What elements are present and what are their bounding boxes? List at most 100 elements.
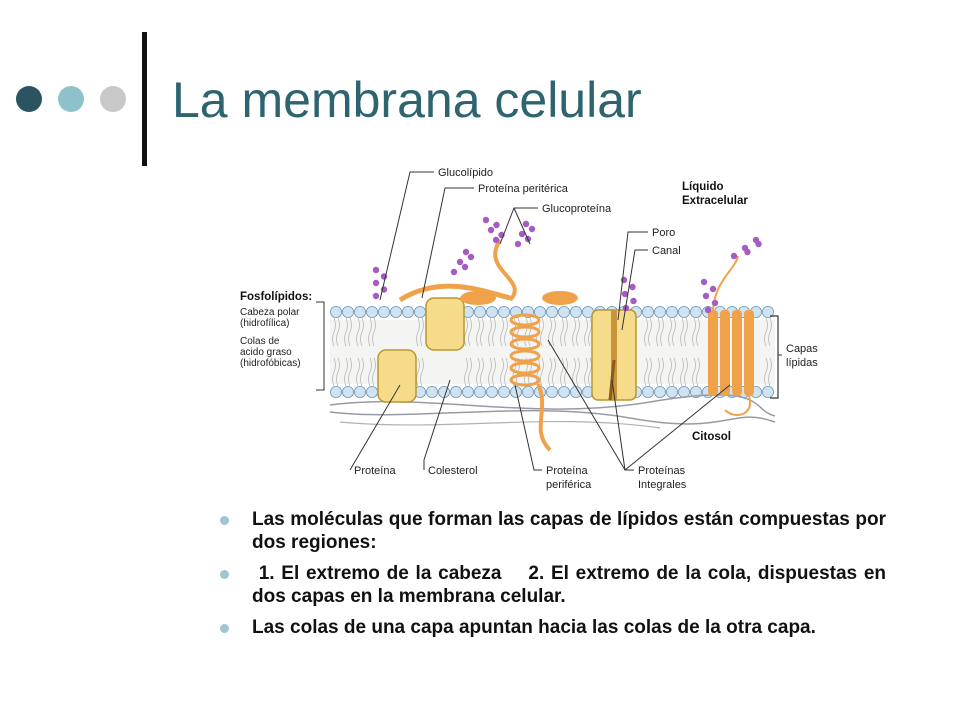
phospholipid-tail <box>672 357 676 387</box>
phospholipid-head <box>401 305 414 318</box>
phospholipid-tail <box>332 357 336 387</box>
peripheral-blob-1 <box>460 291 496 305</box>
label-fosfolipidos: Fosfolípidos: <box>240 291 312 303</box>
phospholipid-tail <box>644 357 648 387</box>
phospholipid-head <box>557 305 570 318</box>
bullet-item-3: Las colas de una capa apuntan hacia las … <box>218 616 886 639</box>
bullet-dot <box>220 570 229 579</box>
phospholipid-head <box>425 385 438 398</box>
dot-light <box>100 86 126 112</box>
phospholipid-head <box>521 385 534 398</box>
sugar-bead <box>522 220 530 228</box>
phospholipid-tail <box>540 317 544 347</box>
phospholipid-tail <box>680 357 684 387</box>
phospholipid-tail <box>548 357 552 387</box>
phospholipid-tail <box>336 357 340 387</box>
phospholipid-tail <box>416 317 420 347</box>
phospholipid-head <box>365 385 378 398</box>
sugar-bead <box>700 278 708 286</box>
phospholipid-tail <box>468 317 472 347</box>
phospholipid-tail <box>464 317 468 347</box>
phospholipid-tail <box>552 357 556 387</box>
phospholipid-tail <box>480 317 484 347</box>
label-proteina: Proteína <box>354 465 396 477</box>
phospholipid-tail <box>648 357 652 387</box>
sugar-bead <box>730 252 738 260</box>
channel-protein <box>591 309 637 401</box>
sugar-bead <box>456 258 464 266</box>
page-title: La membrana celular <box>172 72 642 128</box>
phospholipid-tail <box>488 357 492 387</box>
bullet-list: Las moléculas que forman las capas de lí… <box>218 508 886 647</box>
phospholipid-tail <box>524 317 528 347</box>
phospholipid-head <box>497 305 510 318</box>
label-cabeza-2: (hidrofílica) <box>240 318 289 329</box>
phospholipid-head <box>569 305 582 318</box>
phospholipid-tail <box>348 317 352 347</box>
phospholipid-tail <box>504 317 508 347</box>
phospholipid-head <box>485 305 498 318</box>
phospholipid-tail <box>576 317 580 347</box>
phospholipid-tail <box>648 317 652 347</box>
label-proteina-periferica-bottom-1: Proteína <box>546 465 588 477</box>
label-colas-3: (hidrofóbicas) <box>240 358 301 369</box>
phospholipid-head <box>449 385 462 398</box>
label-proteinas-integrales-1: Proteínas <box>638 465 686 477</box>
bullet-item-2: 1. El extremo de la cabeza 2. El extremo… <box>218 562 886 608</box>
sugar-bead <box>709 285 717 293</box>
phospholipid-tail <box>528 317 532 347</box>
phospholipid-tail <box>692 357 696 387</box>
phospholipid-tail <box>564 317 568 347</box>
sugar-bead <box>487 226 495 234</box>
phospholipid-head <box>653 305 666 318</box>
label-glucolipido: Glucolípido <box>438 167 493 179</box>
sugar-bead <box>702 292 710 300</box>
sugar-bead <box>630 297 637 305</box>
sugar-bead <box>621 290 629 298</box>
phospholipid-tail <box>588 317 592 347</box>
phospholipid-tail <box>764 357 768 387</box>
peripheral-blob-2 <box>542 291 578 305</box>
label-colas-1: Colas de <box>240 336 280 347</box>
phospholipid-head <box>689 385 702 398</box>
phospholipid-head <box>342 305 355 318</box>
phospholipid-tail <box>464 357 468 387</box>
peripheral-band <box>398 283 511 303</box>
phospholipid-tail <box>656 317 660 347</box>
phospholipid-tail <box>360 357 364 387</box>
phospholipid-tail <box>356 357 360 387</box>
phospholipid-tail <box>476 317 480 347</box>
phospholipid-head <box>762 305 775 318</box>
membrane-svg: Glucolípido Proteína peritérica Glucopro… <box>240 167 818 491</box>
label-proteinas-integrales-2: Integrales <box>638 479 687 491</box>
filament-3 <box>339 420 661 429</box>
phospholipid-head <box>354 385 367 398</box>
label-colesterol: Colesterol <box>428 465 478 477</box>
phospholipid-head <box>342 385 355 398</box>
phospholipid-tail <box>468 357 472 387</box>
phospholipid-tail <box>332 317 336 347</box>
phospholipid-tail <box>540 357 544 387</box>
dot-dark <box>16 86 42 112</box>
phospholipid-head <box>545 385 558 398</box>
phospholipid-tail <box>668 317 672 347</box>
phospholipid-tail <box>504 357 508 387</box>
phospholipid-tail <box>344 357 348 387</box>
phospholipid-tail <box>696 317 700 347</box>
phospholipid-head <box>533 305 546 318</box>
bullet-dot <box>220 624 229 633</box>
phospholipid-tail <box>336 317 340 347</box>
phospholipid-head <box>545 305 558 318</box>
label-extracelular: Extracelular <box>682 195 748 207</box>
label-colas-2: acido graso <box>240 347 292 358</box>
phospholipid-tail <box>344 317 348 347</box>
decorative-dots <box>16 86 126 114</box>
phospholipid-tail <box>564 357 568 387</box>
phospholipid-tail <box>480 357 484 387</box>
phospholipid-tail <box>768 357 772 387</box>
phospholipid-tail <box>500 357 504 387</box>
sugar-bead <box>461 263 469 271</box>
label-capas: Capas <box>786 343 818 355</box>
glucoprotein-helix <box>493 238 552 452</box>
phospholipid-head <box>461 385 474 398</box>
